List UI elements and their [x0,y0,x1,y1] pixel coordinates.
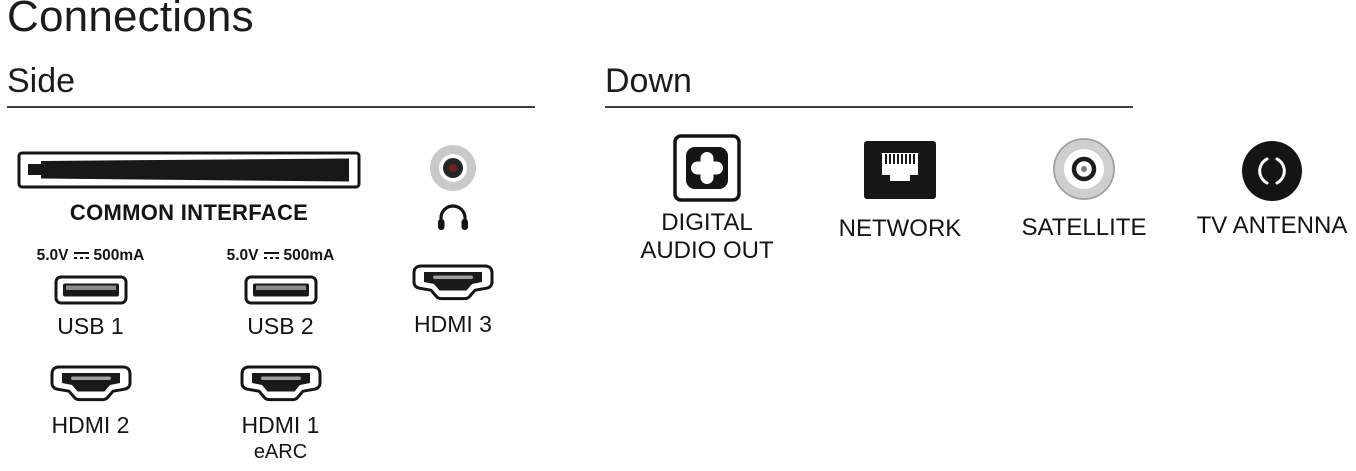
hdmi3-label: HDMI 3 [414,311,492,337]
usb-port-icon [54,275,127,305]
common-interface-slot-icon [17,151,361,189]
usb1-label: USB 1 [57,313,124,339]
usb2-power-rating: 5.0V 500mA [208,247,353,265]
hdmi-port-icon [240,365,321,402]
usb1-current: 500mA [93,247,145,264]
digital-audio-out-label-line1: DIGITAL [661,209,753,236]
down-section-heading: Down [605,62,692,100]
hdmi-port-icon [50,365,131,402]
digital-audio-out-label-line2: AUDIO OUT [640,237,774,264]
usb2-voltage: 5.0V [226,247,259,264]
satellite-connector-icon [1053,138,1115,200]
headphones-icon [438,204,468,230]
hdmi-port-icon [412,264,494,301]
down-section-divider [605,106,1133,108]
usb-port-icon [244,275,317,305]
hdmi1-earc-label: eARC [253,441,308,463]
optical-audio-out-icon [673,134,741,202]
ethernet-port-icon [864,141,936,199]
common-interface-group: COMMON INTERFACE [17,150,361,226]
antenna-connector-icon [1242,141,1302,201]
satellite-group: SATELLITE [1010,134,1158,242]
hdmi2-label: HDMI 2 [51,412,130,438]
usb1-power-rating: 5.0V 500mA [18,247,163,265]
usb2-current: 500mA [283,247,335,264]
tv-antenna-group: TV ANTENNA [1186,138,1356,240]
side-section-heading: Side [7,62,76,100]
digital-audio-out-group: DIGITAL AUDIO OUT [633,133,781,265]
headphones-group [427,143,479,231]
network-group: NETWORK [826,139,974,243]
hdmi1-label: HDMI 1 [241,412,320,438]
dc-symbol-icon [263,251,280,262]
common-interface-label: COMMON INTERFACE [69,200,309,225]
page-title: Connections [7,0,254,41]
satellite-label: SATELLITE [1021,214,1147,241]
network-label: NETWORK [838,215,962,242]
side-section-divider [7,106,535,108]
usb2-group: 5.0V 500mA USB 2 [208,247,353,340]
tv-antenna-label: TV ANTENNA [1196,212,1348,239]
usb1-voltage: 5.0V [36,247,69,264]
usb2-label: USB 2 [247,313,314,339]
usb1-group: 5.0V 500mA USB 1 [18,247,163,340]
hdmi2-group: HDMI 2 [33,364,148,439]
dc-symbol-icon [73,251,90,262]
hdmi3-group: HDMI 3 [398,263,508,338]
headphone-jack-icon [430,145,476,191]
hdmi1-group: HDMI 1 eARC [223,364,338,464]
